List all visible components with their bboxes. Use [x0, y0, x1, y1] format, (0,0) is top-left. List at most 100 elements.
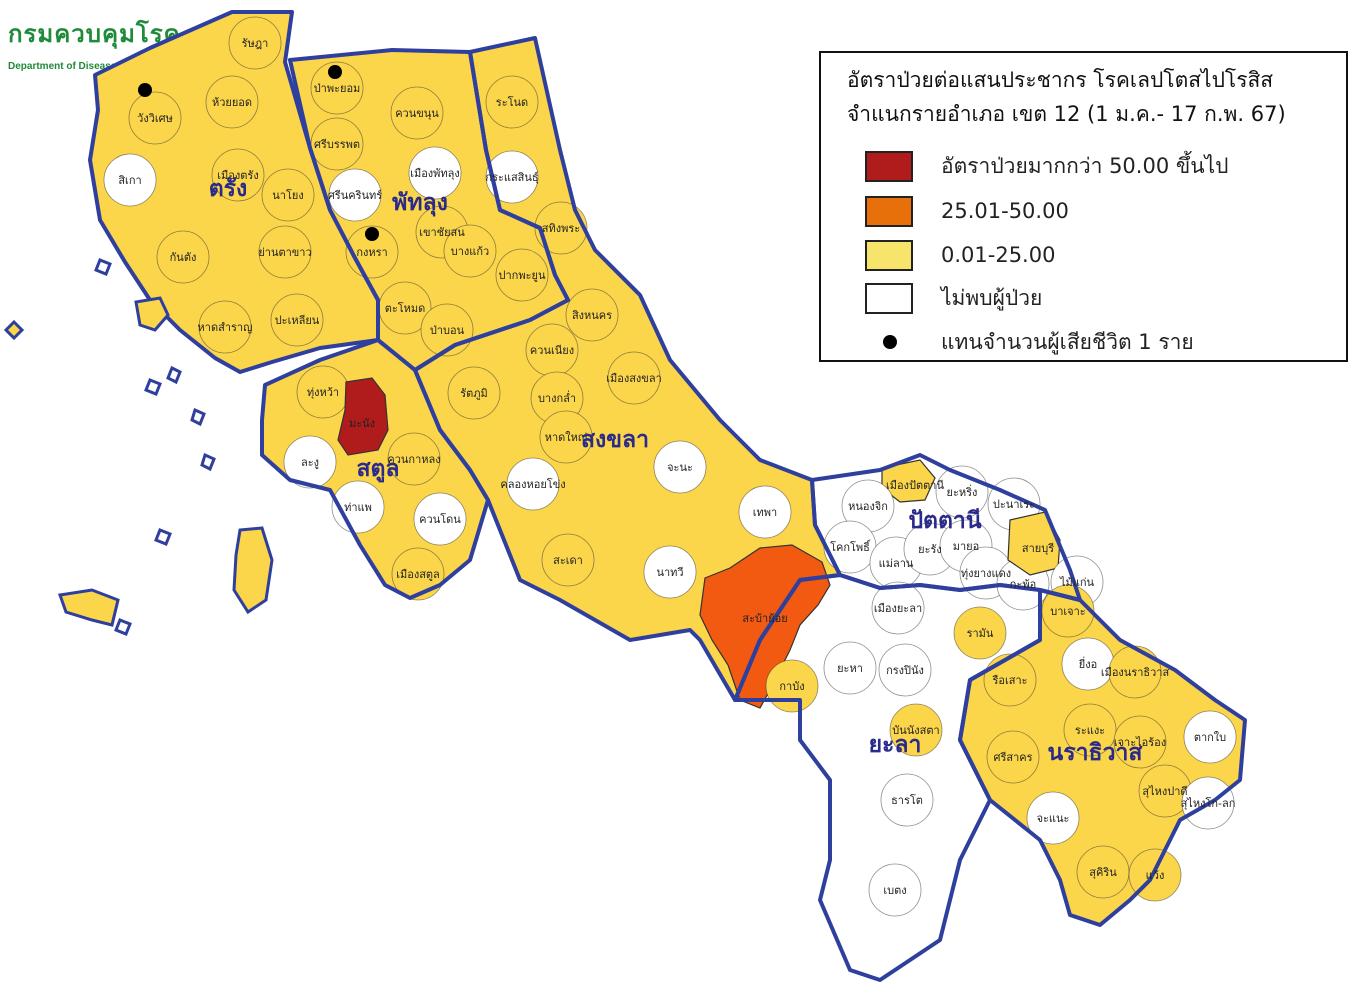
- logo-thai: กรมควบคุมโรค: [8, 20, 181, 48]
- district-area-70[interactable]: [986, 730, 1040, 784]
- legend-box: อัตราป่วยต่อแสนประชากร โรคเลปโตสไปโรสิส …: [819, 51, 1348, 362]
- district-label-20: ป่าบอน: [430, 324, 465, 337]
- province-border-5: [733, 573, 1042, 982]
- island-7: [200, 452, 216, 472]
- district-label-5: นาโยง: [272, 188, 303, 202]
- district-label-70: ศรีสาคร: [993, 751, 1032, 764]
- island-1: [134, 296, 170, 332]
- legend-label-mid: 25.01-50.00: [941, 199, 1069, 223]
- district-area-61[interactable]: [868, 863, 922, 917]
- district-area-38[interactable]: [283, 435, 337, 489]
- province-label-6: นราธิวาส: [1048, 740, 1144, 766]
- district-label-50: มายอ: [953, 540, 979, 553]
- death-marker-layer: [138, 65, 379, 241]
- island-layer: [3, 258, 274, 636]
- district-label-13: เมืองพัทลุง: [410, 167, 460, 180]
- district-area-10[interactable]: [310, 61, 364, 115]
- island-2: [57, 588, 120, 627]
- district-area-63[interactable]: [953, 606, 1007, 660]
- district-label-69: ตากใบ: [1194, 731, 1226, 744]
- district-label-53: สายบุรี: [1022, 542, 1054, 555]
- district-area-7[interactable]: [258, 225, 312, 279]
- district-area-17[interactable]: [443, 224, 497, 278]
- district-area-3[interactable]: [103, 153, 157, 207]
- district-label-3: สิเกา: [118, 174, 142, 187]
- district-area-55[interactable]: [871, 581, 925, 635]
- district-area-9[interactable]: [198, 300, 252, 354]
- district-area-29[interactable]: [539, 410, 593, 464]
- district-area-30[interactable]: [506, 457, 560, 511]
- district-area-67[interactable]: [1063, 703, 1117, 757]
- district-label-46: หนองจิก: [848, 500, 888, 513]
- legend-item-none: ไม่พบผู้ป่วย: [865, 283, 1335, 319]
- district-area-68[interactable]: [1113, 715, 1167, 769]
- district-area-19[interactable]: [495, 248, 549, 302]
- district-label-44: ยะหริ่ง: [947, 484, 978, 499]
- district-label-42: เมืองสตูล: [396, 568, 440, 581]
- district-label-12: ศรีบรรพต: [314, 138, 360, 151]
- district-area-1[interactable]: [205, 75, 259, 129]
- district-area-34[interactable]: [643, 545, 697, 599]
- island-4: [166, 365, 182, 385]
- district-area-57[interactable]: [878, 643, 932, 697]
- district-area-0[interactable]: [228, 16, 282, 70]
- district-label-7: ย่านตาขาว: [258, 246, 311, 259]
- legend-label-death: แทนจำนวนผู้เสียชีวิต 1 ราย: [941, 330, 1194, 354]
- district-area-60[interactable]: [880, 773, 934, 827]
- district-label-16: กงหรา: [356, 246, 387, 259]
- district-area-59[interactable]: [889, 703, 943, 757]
- district-label-54: ไม้แก่น: [1059, 576, 1095, 589]
- district-area-73[interactable]: [1026, 791, 1080, 845]
- district-area-8[interactable]: [270, 293, 324, 347]
- legend-title-line2: จำแนกรายอำเภอ เขต 12 (1 ม.ค.- 17 ก.พ. 67…: [847, 102, 1286, 126]
- province-label-1: พัทลุง: [392, 190, 448, 217]
- district-label-19: ปากพะยูน: [499, 269, 546, 282]
- district-area-2[interactable]: [128, 91, 182, 145]
- district-label-39: ควนกาหลง: [387, 453, 440, 466]
- district-label-59: บันนังสตา: [892, 724, 939, 737]
- district-area-56[interactable]: [823, 641, 877, 695]
- island-6: [190, 407, 206, 427]
- district-area-37[interactable]: [337, 377, 389, 456]
- district-label-4: เมืองตรัง: [217, 169, 258, 182]
- district-area-5[interactable]: [261, 168, 315, 222]
- district-area-14[interactable]: [328, 168, 382, 222]
- district-area-31[interactable]: [653, 440, 707, 494]
- district-label-34: นาทวี: [656, 566, 683, 579]
- province-label-3: สงขลา: [581, 427, 649, 453]
- district-label-layer: รัษฎาห้วยยอดวังวิเศษสิเกาเมืองตรังนาโยงก…: [118, 37, 1235, 897]
- district-area-4[interactable]: [211, 148, 265, 202]
- province-layer: [88, 10, 1247, 982]
- legend-title-line1: อัตราป่วยต่อแสนประชากร โรคเลปโตสไปโรสิส: [847, 68, 1274, 92]
- district-area-6[interactable]: [156, 230, 210, 284]
- district-area-21[interactable]: [485, 75, 539, 129]
- legend-swatch-low: [865, 240, 913, 271]
- district-area-66[interactable]: [983, 653, 1037, 707]
- district-area-39[interactable]: [387, 432, 441, 486]
- district-area-27[interactable]: [447, 366, 501, 420]
- district-label-0: รัษฎา: [242, 37, 269, 50]
- legend-swatch-none: [865, 283, 913, 314]
- district-area-69[interactable]: [1183, 710, 1237, 764]
- district-area-23[interactable]: [534, 201, 588, 255]
- island-8: [154, 528, 172, 546]
- district-area-13[interactable]: [408, 146, 462, 200]
- district-area-22[interactable]: [485, 150, 539, 204]
- district-label-37: มะนัง: [349, 417, 375, 430]
- death-marker-16: [365, 227, 379, 241]
- district-label-24: สิงหนคร: [572, 309, 613, 322]
- district-label-52: กะพ้อ: [1010, 578, 1036, 591]
- district-label-29: หาดใหญ่: [545, 431, 588, 444]
- district-label-61: เบตง: [883, 884, 906, 897]
- district-label-56: ยะหา: [837, 662, 863, 675]
- district-area-26[interactable]: [607, 351, 661, 405]
- district-label-2: วังวิเศษ: [137, 112, 173, 125]
- district-area-24[interactable]: [565, 288, 619, 342]
- district-label-15: เขาชัยสน: [419, 226, 465, 239]
- district-area-32[interactable]: [738, 485, 792, 539]
- district-area-41[interactable]: [413, 492, 467, 546]
- district-area-11[interactable]: [390, 86, 444, 140]
- district-area-33[interactable]: [541, 533, 595, 587]
- legend-item-death: แทนจำนวนผู้เสียชีวิต 1 ราย: [865, 327, 1335, 363]
